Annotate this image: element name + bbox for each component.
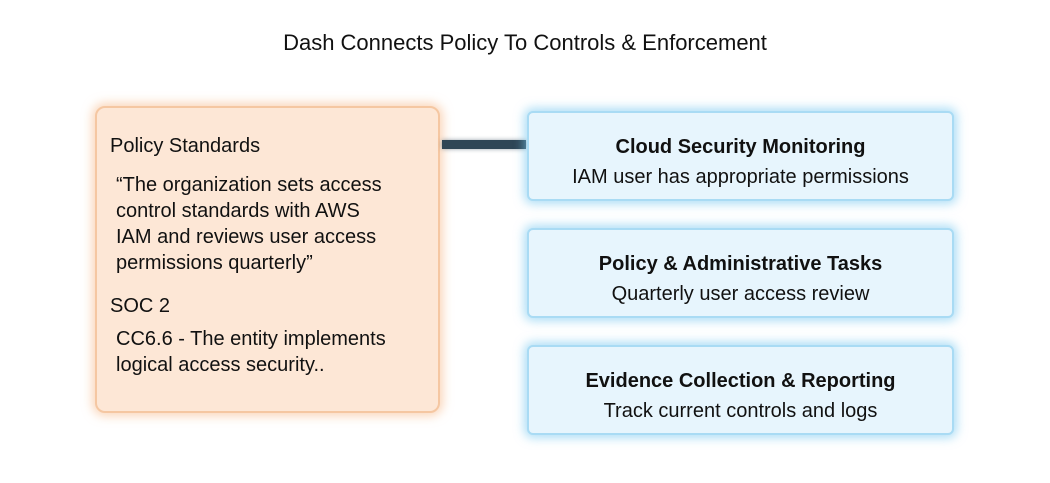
control-description: Quarterly user access review (611, 283, 870, 305)
policy-quote: “The organization sets access control st… (116, 172, 426, 276)
policy-to-controls-connector (442, 140, 526, 149)
framework-heading: SOC 2 (110, 295, 171, 317)
control-box-policy-administrative-tasks: Policy & Administrative Tasks Quarterly … (527, 228, 954, 318)
control-description: Track current controls and logs (603, 400, 878, 422)
policy-quote-line: control standards with AWS (116, 200, 360, 222)
framework-criteria: CC6.6 - The entity implements logical ac… (116, 326, 426, 378)
control-box-cloud-security-monitoring: Cloud Security Monitoring IAM user has a… (527, 111, 954, 201)
control-box-evidence-collection-reporting: Evidence Collection & Reporting Track cu… (527, 345, 954, 435)
control-title: Cloud Security Monitoring (615, 136, 866, 158)
policy-quote-line: “The organization sets access (116, 174, 382, 196)
policy-quote-line: IAM and reviews user access (116, 226, 377, 248)
control-title: Policy & Administrative Tasks (598, 253, 883, 275)
framework-criteria-line: logical access security.. (116, 354, 325, 376)
policy-standards-box: Policy Standards “The organization sets … (95, 106, 440, 413)
policy-heading: Policy Standards (110, 135, 261, 157)
policy-quote-line: permissions quarterly” (116, 252, 313, 274)
control-title: Evidence Collection & Reporting (585, 370, 896, 392)
diagram-title: Dash Connects Policy To Controls & Enfor… (283, 30, 767, 55)
framework-criteria-line: CC6.6 - The entity implements (116, 328, 386, 350)
control-description: IAM user has appropriate permissions (572, 166, 909, 188)
